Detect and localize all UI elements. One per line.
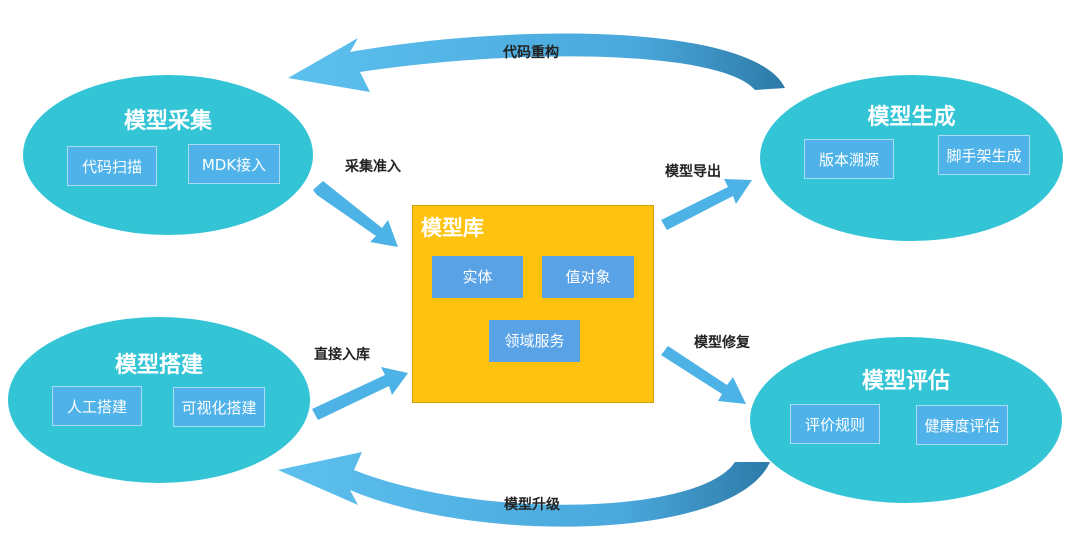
export-arrow — [661, 179, 752, 230]
node-model-build: 模型搭建 人工搭建 可视化搭建 — [8, 317, 310, 483]
chip-code-scan: 代码扫描 — [67, 146, 157, 186]
chip-entity: 实体 — [432, 256, 523, 298]
node-title: 模型生成 — [867, 105, 956, 130]
upgrade-label: 模型升级 — [504, 497, 560, 513]
node-title: 模型搭建 — [114, 353, 203, 378]
direct-import-arrow — [312, 367, 408, 420]
node-model-collect: 模型采集 代码扫描 MDK接入 — [23, 75, 313, 235]
node-model-evaluate: 模型评估 评价规则 健康度评估 — [750, 337, 1062, 503]
collect-admit-arrow — [313, 181, 398, 247]
direct-import-label: 直接入库 — [314, 347, 370, 363]
chip-visual-build: 可视化搭建 — [173, 387, 265, 427]
upgrade-arc-arrow — [278, 452, 770, 527]
refactor-label: 代码重构 — [503, 45, 559, 61]
export-label: 模型导出 — [665, 164, 721, 180]
chip-version-trace: 版本溯源 — [804, 139, 894, 179]
chip-domain-service: 领域服务 — [489, 320, 580, 362]
node-title: 模型采集 — [123, 109, 212, 134]
repair-label: 模型修复 — [694, 335, 750, 351]
library-title: 模型库 — [421, 216, 484, 240]
repair-arrow — [661, 346, 746, 404]
chip-scaffold-generate: 脚手架生成 — [938, 135, 1030, 175]
node-model-generate: 模型生成 版本溯源 脚手架生成 — [760, 75, 1063, 241]
chip-evaluation-rules: 评价规则 — [790, 404, 880, 444]
model-library: 模型库 实体 值对象 领域服务 — [412, 205, 654, 403]
chip-value-object: 值对象 — [542, 256, 634, 298]
chip-manual-build: 人工搭建 — [52, 386, 142, 426]
chip-mdk-import: MDK接入 — [188, 144, 280, 184]
refactor-arc-arrow — [288, 33, 785, 92]
chip-health-evaluation: 健康度评估 — [916, 405, 1008, 445]
node-title: 模型评估 — [861, 369, 950, 394]
collect-admit-label: 采集准入 — [345, 159, 401, 175]
